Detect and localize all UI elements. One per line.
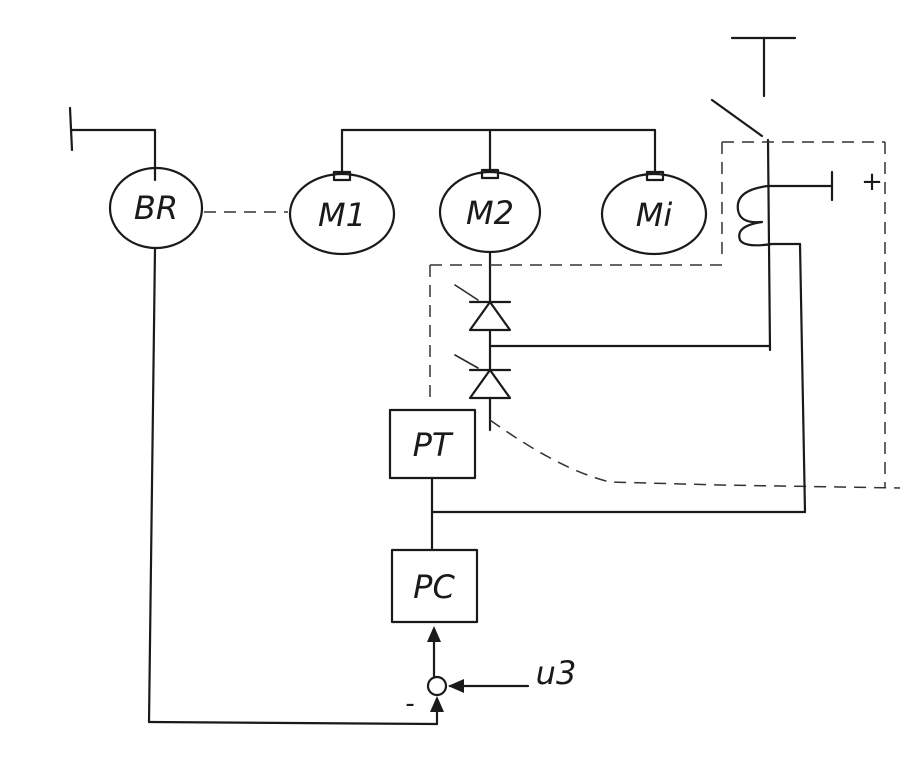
br-ground-symbol <box>68 106 157 182</box>
mi-label: Mi <box>636 196 673 234</box>
diode-1 <box>454 284 512 332</box>
diode-dashed-boundary <box>429 264 901 489</box>
pt-block: PT <box>388 408 477 480</box>
m2-label: M2 <box>466 194 514 232</box>
supply-plus-label: + <box>861 167 883 197</box>
motor-m1: M1 <box>288 170 396 256</box>
pc-block: PC <box>390 548 479 624</box>
reference-input-u3: u3 <box>448 654 576 693</box>
motor-mi: Mi <box>600 170 708 256</box>
current-sensor-coil <box>736 170 834 514</box>
u3-label: u3 <box>536 654 577 692</box>
pc-label: PC <box>413 568 455 606</box>
supply-switch <box>710 36 797 352</box>
pc-input-arrow <box>427 626 441 678</box>
tacho-feedback-path: - <box>147 246 444 726</box>
diode-2 <box>454 354 512 400</box>
motor-top-bus <box>340 128 657 174</box>
br-label: BR <box>134 189 178 227</box>
feedback-minus-label: - <box>405 689 414 719</box>
m1-label: M1 <box>318 196 366 234</box>
sensor-dashed-boundary <box>721 141 886 488</box>
motor-m2: M2 <box>438 168 542 254</box>
pt-label: PT <box>413 426 454 464</box>
pt-pc-wiring <box>430 476 807 552</box>
summing-node <box>426 675 448 697</box>
